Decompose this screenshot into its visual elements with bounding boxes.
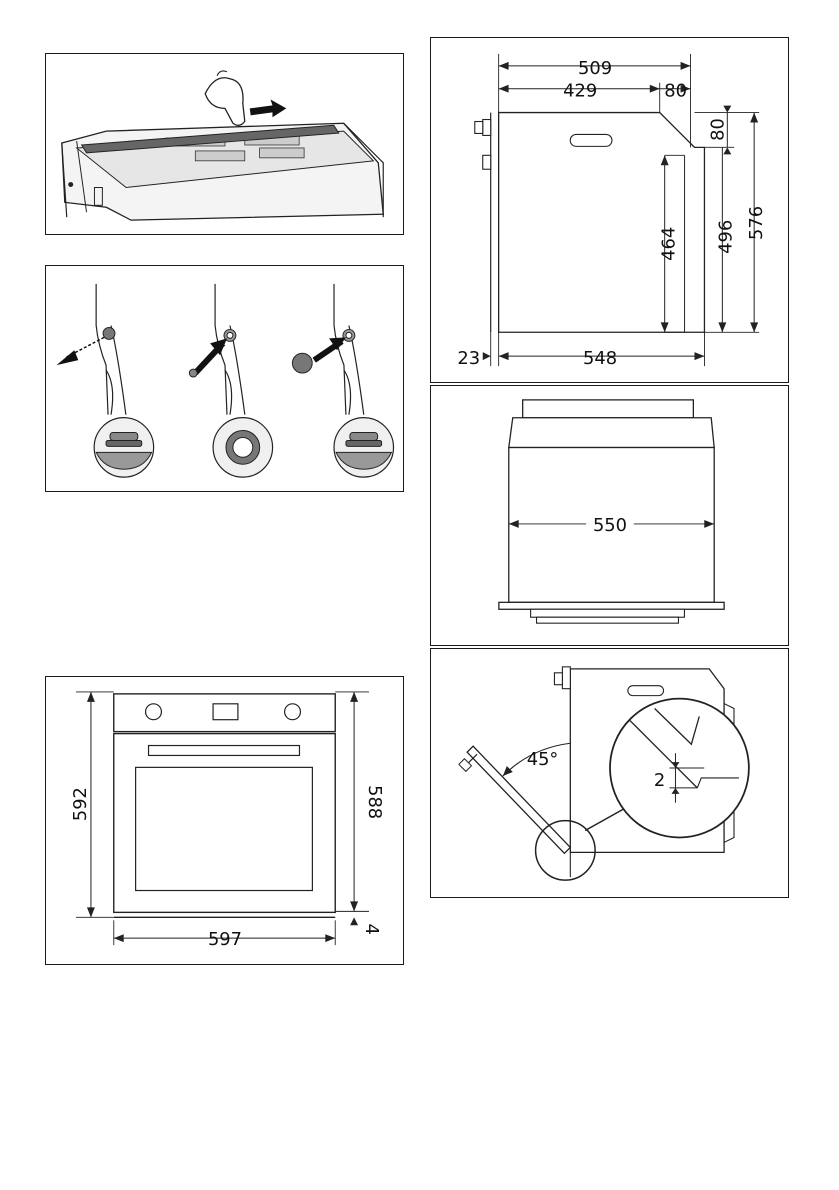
panel-strip-removal: [45, 53, 404, 235]
top-width-drawing: 550: [431, 386, 788, 645]
front-width-label: 597: [208, 929, 242, 950]
front-right-height-label: 588: [364, 785, 385, 819]
door-angle-drawing: 45° 2: [431, 649, 788, 897]
side-total-depth-label: 509: [578, 58, 612, 79]
door-knob-icon: [562, 667, 570, 689]
side-mid-height-label: 496: [715, 220, 736, 254]
side-dimension-drawing: 509 429 80 80 464 496 576 23 548: [431, 38, 788, 382]
knob-side-icon: [483, 120, 491, 136]
front-left-height-label: 592: [70, 787, 91, 821]
panel-hinge-caps: [45, 265, 404, 492]
side-top-step-label: 80: [707, 118, 728, 141]
top-width-label: 550: [593, 515, 627, 536]
panel-front-dimensions: 592 588 4 597: [45, 676, 404, 965]
hinge-caps-illustration: [46, 266, 403, 491]
door-gap-label: 2: [654, 770, 665, 791]
side-top-recess-label: 80: [664, 81, 687, 102]
panel-top-width: 550: [430, 385, 789, 646]
strip-removal-illustration: [46, 54, 403, 234]
panel-side-dimensions: 509 429 80 80 464 496 576 23 548: [430, 37, 789, 383]
side-bottom-depth-label: 548: [583, 348, 617, 369]
front-dimension-drawing: 592 588 4 597: [46, 677, 403, 964]
side-full-height-label: 576: [746, 206, 767, 240]
side-front-offset-label: 23: [457, 348, 480, 369]
side-inner-height-label: 464: [659, 227, 680, 261]
side-body-depth-label: 429: [563, 81, 597, 102]
front-bottom-gap-label: 4: [361, 924, 382, 935]
door-angle-label: 45°: [527, 749, 559, 770]
oven-door: [114, 734, 335, 913]
panel-door-angle: 45° 2: [430, 648, 789, 898]
control-panel: [114, 694, 335, 732]
